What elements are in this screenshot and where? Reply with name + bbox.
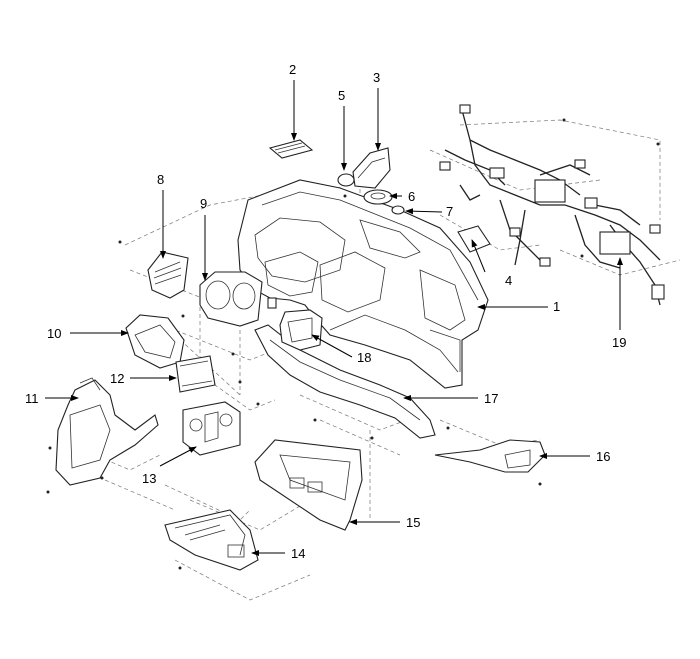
main-wiring-harness bbox=[439, 104, 665, 306]
callout-numbers: 1 2 3 4 5 6 7 8 9 10 11 12 13 14 15 16 1… bbox=[25, 62, 626, 561]
lower-crash-pad bbox=[254, 439, 363, 531]
instrument-cluster bbox=[199, 271, 263, 327]
center-fascia-panel bbox=[55, 377, 159, 486]
auto-light-sensor bbox=[391, 205, 405, 215]
passenger-side-trim bbox=[434, 439, 546, 473]
callout-15: 15 bbox=[406, 515, 420, 530]
callout-10: 10 bbox=[47, 326, 61, 341]
center-speaker-cover bbox=[352, 147, 391, 189]
callout-8: 8 bbox=[157, 172, 164, 187]
callout-12: 12 bbox=[110, 371, 124, 386]
glove-box bbox=[164, 509, 259, 571]
callout-5: 5 bbox=[338, 88, 345, 103]
callout-3: 3 bbox=[373, 70, 380, 85]
callout-1: 1 bbox=[553, 299, 560, 314]
mounting-bracket bbox=[279, 309, 323, 351]
center-display-unit bbox=[175, 355, 216, 393]
callout-18: 18 bbox=[357, 350, 371, 365]
callout-14: 14 bbox=[291, 546, 305, 561]
audio-head-unit bbox=[182, 401, 241, 456]
defroster-grille bbox=[268, 139, 314, 159]
callout-19: 19 bbox=[612, 335, 626, 350]
callout-6: 6 bbox=[408, 189, 415, 204]
callout-13: 13 bbox=[142, 471, 156, 486]
cluster-fascia-panel bbox=[125, 314, 185, 369]
callout-2: 2 bbox=[289, 62, 296, 77]
callout-11: 11 bbox=[25, 391, 39, 406]
passenger-side-cover bbox=[457, 225, 491, 253]
lower-cover-panel bbox=[254, 324, 436, 439]
crash-pad-main-panel bbox=[237, 179, 489, 389]
callout-17: 17 bbox=[484, 391, 498, 406]
photo-sensor bbox=[337, 173, 355, 187]
center-speaker bbox=[363, 189, 393, 205]
callout-4: 4 bbox=[505, 273, 512, 288]
fastener-marks bbox=[46, 118, 660, 570]
callout-16: 16 bbox=[596, 449, 610, 464]
cluster-clip bbox=[267, 297, 277, 309]
driver-side-air-vent bbox=[147, 251, 189, 299]
callout-7: 7 bbox=[446, 204, 453, 219]
callout-9: 9 bbox=[200, 196, 207, 211]
callout-leaders bbox=[45, 80, 623, 556]
